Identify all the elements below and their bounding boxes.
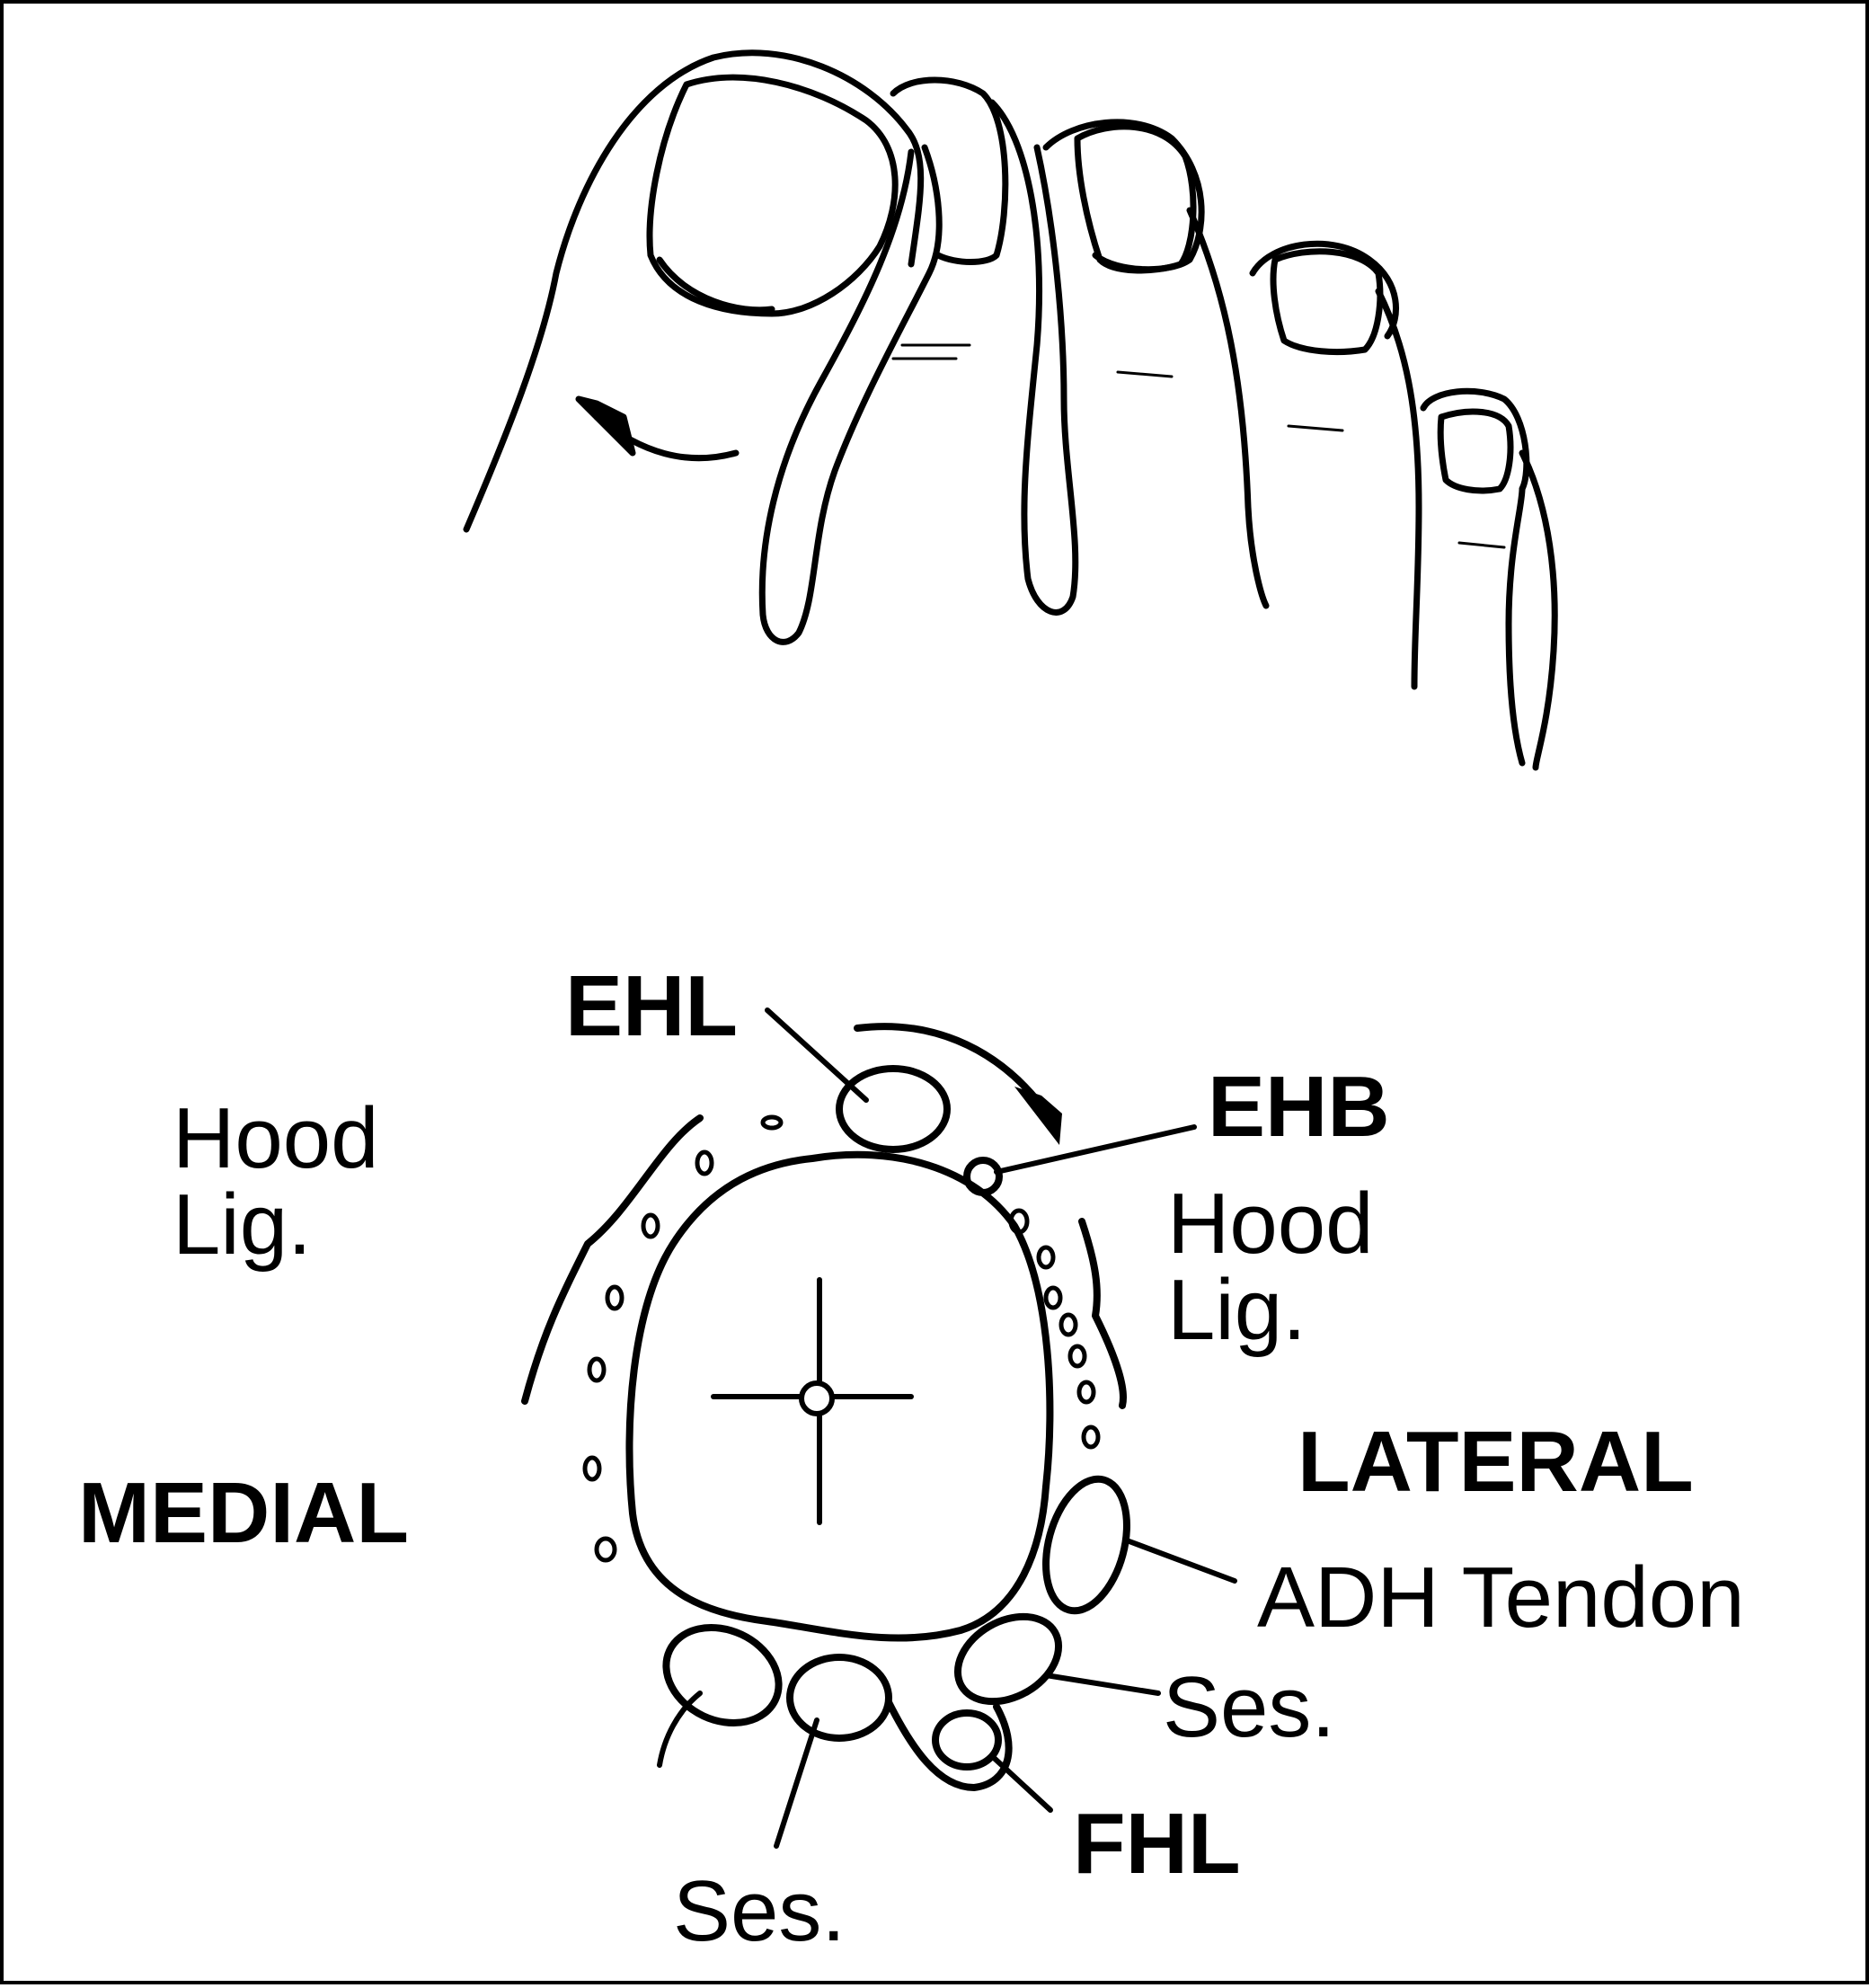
hood-lig-medial-line2: Lig.: [173, 1176, 312, 1273]
rotation-arrow-section-head: [1014, 1087, 1062, 1145]
fhl-leader: [989, 1753, 1053, 1813]
toes-illustration: [463, 49, 1558, 1849]
great-toe-outline: [463, 49, 925, 533]
hood-lig-medial-line1: Hood: [173, 1090, 379, 1186]
label-fhl: FHL: [1073, 1796, 1241, 1892]
sesamoid-lateral: [953, 1612, 1063, 1706]
label-ses-lateral: Ses.: [1163, 1659, 1336, 1755]
rotation-arrow-section: [854, 1023, 1041, 1104]
fifth-toe-nail: [1437, 408, 1514, 494]
third-toe-nail: [1074, 123, 1197, 274]
great-toe-nail: [646, 74, 899, 317]
crosshair-center: [799, 1380, 835, 1416]
ehb-tendon: [963, 1157, 1003, 1196]
ehb-leader: [994, 1124, 1197, 1175]
fhl-tendon: [932, 1709, 1002, 1771]
adh-tendon: [1042, 1475, 1130, 1615]
label-ehb: EHB: [1208, 1059, 1390, 1155]
fourth-toe-nail: [1270, 248, 1384, 356]
hood-ligament-lateral: [1078, 1218, 1127, 1409]
fourth-toe-outline: [1249, 240, 1399, 340]
second-toe-outline: [890, 76, 1009, 265]
ehl-leader: [765, 1007, 869, 1103]
label-hood-lig-medial: Hood Lig.: [173, 1096, 379, 1268]
sling-loop-medial: [758, 144, 943, 645]
ehl-tendon: [836, 1065, 951, 1153]
ses-medial-leader: [774, 1717, 819, 1849]
label-hood-lig-lateral: Hood Lig.: [1167, 1181, 1374, 1353]
label-ses-medial: Ses.: [673, 1863, 846, 1959]
metatarsal-head: [625, 1150, 1054, 1642]
label-lateral: LATERAL: [1298, 1414, 1694, 1510]
sesamoid-central: [786, 1654, 892, 1742]
hood-lig-lateral-line1: Hood: [1167, 1176, 1374, 1272]
label-adh-tendon: ADH Tendon: [1257, 1549, 1745, 1646]
label-ehl: EHL: [565, 958, 738, 1054]
adh-leader: [1124, 1538, 1237, 1584]
sesamoid-medial: [662, 1624, 783, 1726]
hood-ligament-medial: [521, 1114, 704, 1405]
hood-lig-lateral-line2: Lig.: [1167, 1262, 1307, 1358]
label-medial: MEDIAL: [78, 1465, 409, 1561]
ses-lateral-leader: [1043, 1673, 1161, 1696]
